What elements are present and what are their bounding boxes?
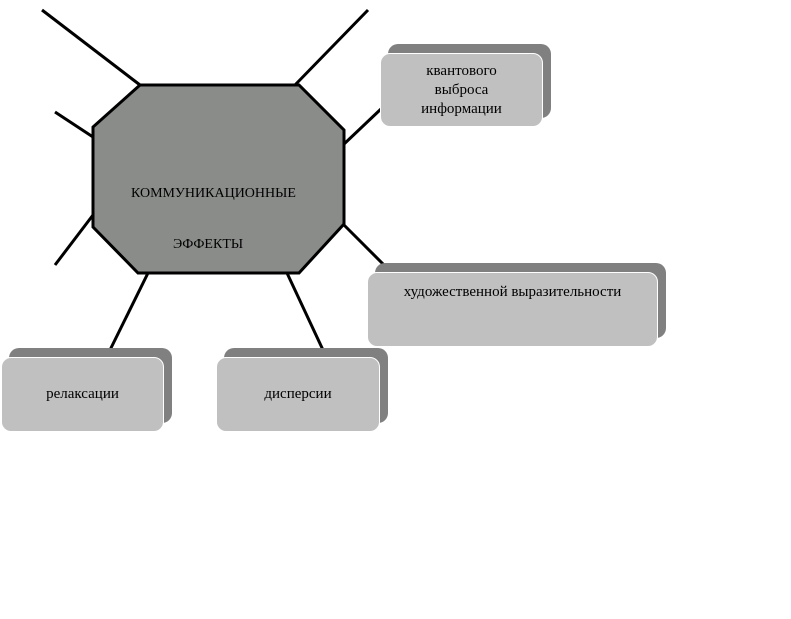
- node-artistic-expressiveness: художественной выразительности: [367, 263, 666, 347]
- center-label-line1: КОММУНИКАЦИОННЫЕ: [131, 186, 296, 201]
- spoke-left-lower: [53, 214, 95, 266]
- node-dispersion: дисперсии: [216, 348, 388, 432]
- center-label: КОММУНИКАЦИОННЫЕ ЭФФЕКТЫ: [131, 151, 296, 270]
- center-octagon: [91, 83, 346, 275]
- connector-to-dispersion: [285, 272, 325, 351]
- node-artistic-expressiveness-label: художественной выразительности: [367, 272, 658, 347]
- spoke-top-left: [41, 8, 141, 87]
- node-dispersion-label: дисперсии: [216, 357, 380, 432]
- node-relaxation-label: релаксации: [1, 357, 164, 432]
- node-quantum-release: квантового выброса информации: [380, 44, 551, 127]
- spoke-left-upper: [54, 110, 94, 139]
- center-label-line2: ЭФФЕКТЫ: [173, 237, 244, 252]
- connector-lines: [41, 8, 394, 351]
- spoke-top-right: [292, 8, 370, 88]
- node-quantum-release-label: квантового выброса информации: [380, 53, 543, 127]
- connector-to-quantum: [341, 106, 384, 147]
- connector-to-relaxation: [108, 272, 150, 351]
- node-relaxation: релаксации: [1, 348, 172, 432]
